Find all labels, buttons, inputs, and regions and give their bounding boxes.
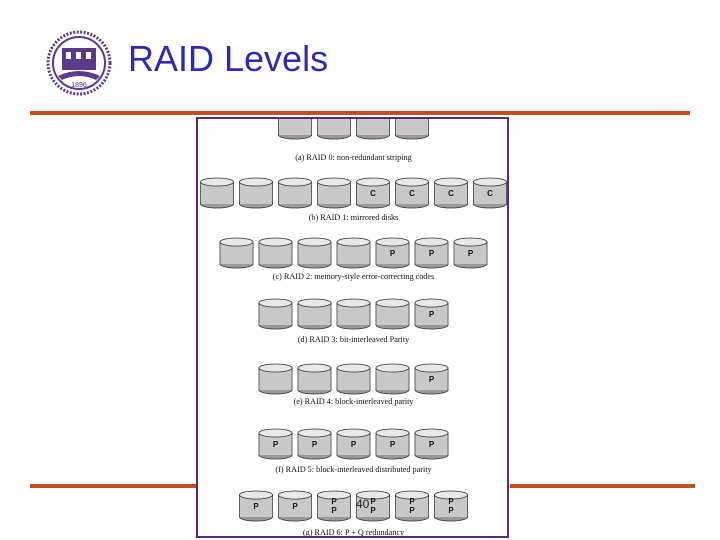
university-seal-logo: 1896 bbox=[46, 30, 112, 96]
disk-cylinder: C bbox=[356, 177, 390, 209]
disk-label: C bbox=[487, 189, 493, 198]
disk-cylinder bbox=[258, 298, 293, 330]
disk-cylinder: P bbox=[278, 490, 312, 522]
disk-cylinder bbox=[336, 298, 371, 330]
footer-divider-left bbox=[30, 484, 197, 488]
disk-cylinder: C bbox=[473, 177, 507, 209]
disk-cylinder bbox=[258, 237, 293, 269]
disk-cylinder bbox=[258, 363, 293, 395]
disk-label: P bbox=[292, 502, 298, 511]
disk-label: P bbox=[429, 375, 435, 384]
disk-cylinder bbox=[336, 363, 371, 395]
disk-cylinder: P bbox=[453, 237, 488, 269]
raid-level-caption: (f) RAID 5: block-interleaved distribute… bbox=[275, 465, 432, 474]
raid-level-caption: (d) RAID 3: bit-interleaved Parity bbox=[298, 335, 410, 344]
disk-cylinder: P bbox=[375, 428, 410, 460]
raid-level-caption: (e) RAID 4: block-interleaved parity bbox=[293, 397, 414, 406]
page-number: 40 bbox=[356, 497, 370, 511]
university-seal-icon: 1896 bbox=[46, 30, 112, 96]
disk-label: P bbox=[390, 249, 396, 258]
disk-label: P bbox=[312, 440, 318, 449]
disk-cylinder: C bbox=[395, 177, 429, 209]
disk-cylinder bbox=[239, 177, 273, 209]
raid-level-caption: (g) RAID 6: P + Q redundancy bbox=[303, 528, 405, 537]
disk-label: P bbox=[370, 497, 376, 506]
disk-cylinder bbox=[278, 119, 312, 140]
disk-cylinder: P bbox=[414, 363, 449, 395]
seal-year: 1896 bbox=[71, 82, 87, 89]
disk-label: C bbox=[409, 189, 415, 198]
disk-label: P bbox=[448, 506, 454, 515]
disk-label: P bbox=[351, 440, 357, 449]
footer-divider-right bbox=[510, 484, 695, 488]
disk-cylinder bbox=[297, 363, 332, 395]
disk-label: P bbox=[273, 440, 279, 449]
disk-label: C bbox=[370, 189, 376, 198]
disk-cylinder: P bbox=[375, 237, 410, 269]
disk-label: P bbox=[331, 497, 337, 506]
disk-label: P bbox=[409, 506, 415, 515]
disk-label: P bbox=[448, 497, 454, 506]
disk-cylinder: P bbox=[297, 428, 332, 460]
disk-label: P bbox=[429, 310, 435, 319]
disk-cylinder: P bbox=[239, 490, 273, 522]
disk-cylinder bbox=[297, 237, 332, 269]
disk-cylinder bbox=[375, 298, 410, 330]
disk-cylinder bbox=[317, 177, 351, 209]
page-title: RAID Levels bbox=[128, 38, 329, 79]
disk-label: P bbox=[370, 506, 376, 515]
disk-label: P bbox=[331, 506, 337, 515]
disk-cylinder bbox=[356, 119, 390, 140]
raid-level-caption: (a) RAID 0: non-redundant striping bbox=[295, 153, 411, 162]
disk-cylinder bbox=[336, 237, 371, 269]
disk-label: P bbox=[253, 502, 259, 511]
disk-cylinder bbox=[395, 119, 429, 140]
disk-label: P bbox=[429, 440, 435, 449]
disk-cylinder: P bbox=[258, 428, 293, 460]
disk-cylinder: P bbox=[336, 428, 371, 460]
disk-cylinder bbox=[297, 298, 332, 330]
disk-cylinder bbox=[375, 363, 410, 395]
disk-cylinder bbox=[219, 237, 254, 269]
raid-level-caption: (c) RAID 2: memory-style error-correctin… bbox=[273, 272, 434, 281]
disk-cylinder: PP bbox=[356, 490, 390, 522]
disk-cylinder bbox=[278, 177, 312, 209]
disk-cylinder: PP bbox=[317, 490, 351, 522]
disk-label: P bbox=[390, 440, 396, 449]
disk-label: C bbox=[448, 189, 454, 198]
disk-label: P bbox=[409, 497, 415, 506]
disk-cylinder bbox=[200, 177, 234, 209]
disk-cylinder: P bbox=[414, 428, 449, 460]
disk-cylinder: PP bbox=[434, 490, 468, 522]
disk-label: P bbox=[429, 249, 435, 258]
raid-level-caption: (b) RAID 1: mirrored disks bbox=[309, 213, 399, 222]
disk-cylinder: PP bbox=[395, 490, 429, 522]
disk-cylinder: P bbox=[414, 237, 449, 269]
disk-cylinder: P bbox=[414, 298, 449, 330]
header-divider bbox=[30, 111, 690, 115]
disk-cylinder bbox=[317, 119, 351, 140]
disk-cylinder: C bbox=[434, 177, 468, 209]
disk-label: P bbox=[468, 249, 474, 258]
